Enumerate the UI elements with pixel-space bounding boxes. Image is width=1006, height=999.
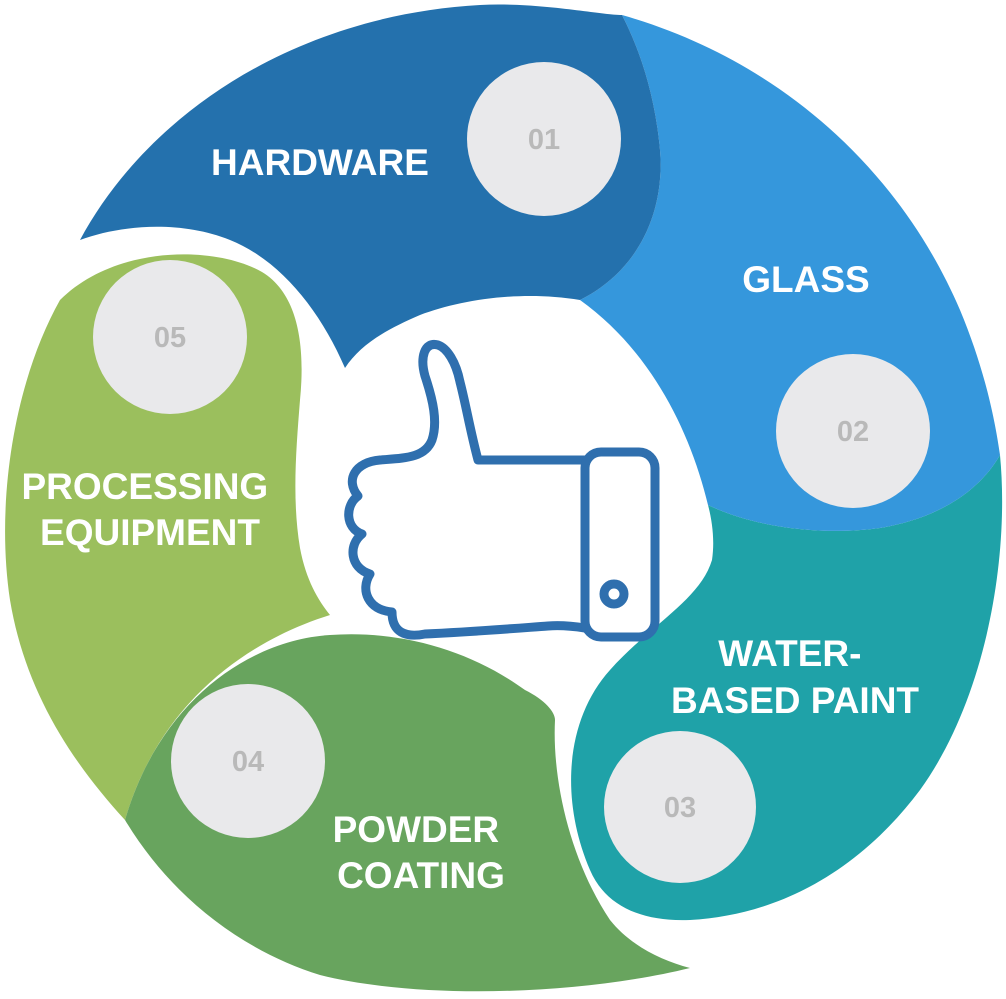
segment-02-label: GLASS [742,259,869,300]
segment-02-label-line-1: GLASS [742,259,869,300]
segment-03-label-line-2: BASED PAINT [671,680,919,721]
segment-hardware: 01 HARDWARE [80,4,661,368]
segment-01-label-line-1: HARDWARE [211,142,429,183]
thumbs-up-hand-outline [344,339,590,640]
number-05: 05 [154,322,186,354]
segment-04-label-line-2: COATING [337,855,505,896]
thumbs-up-cuff [580,447,660,642]
segment-powder-coating: 04 POWDER COATING [125,634,690,992]
number-01: 01 [528,124,560,156]
segment-04-label-line-1: POWDER [333,809,500,850]
segment-water-based-paint: 03 WATER- BASED PAINT [571,455,1003,921]
number-circle-05 [93,260,247,414]
number-circle-03 [604,731,756,883]
segment-04-label: POWDER COATING [333,809,510,896]
segment-03-label-line-1: WATER- [718,633,861,674]
number-circle-04 [171,684,325,838]
segment-03-label: WATER- BASED PAINT [671,633,919,721]
number-circle-02 [776,354,930,508]
segment-05-label-line-1: PROCESSING [22,466,269,507]
number-02: 02 [837,416,869,448]
segment-processing-equipment: 05 PROCESSING EQUIPMENT [5,254,331,820]
segment-05-label-line-2: EQUIPMENT [40,512,260,553]
number-03: 03 [664,792,696,824]
number-circle-01 [467,62,621,216]
thumbs-up-icon [344,339,660,642]
segment-05-shape [5,254,331,820]
number-04: 04 [232,746,264,778]
segment-glass: 02 GLASS [580,15,1000,531]
segment-05-label: PROCESSING EQUIPMENT [22,466,279,553]
segment-01-label: HARDWARE [211,142,429,183]
thumbs-up-cuff-button [599,579,629,609]
